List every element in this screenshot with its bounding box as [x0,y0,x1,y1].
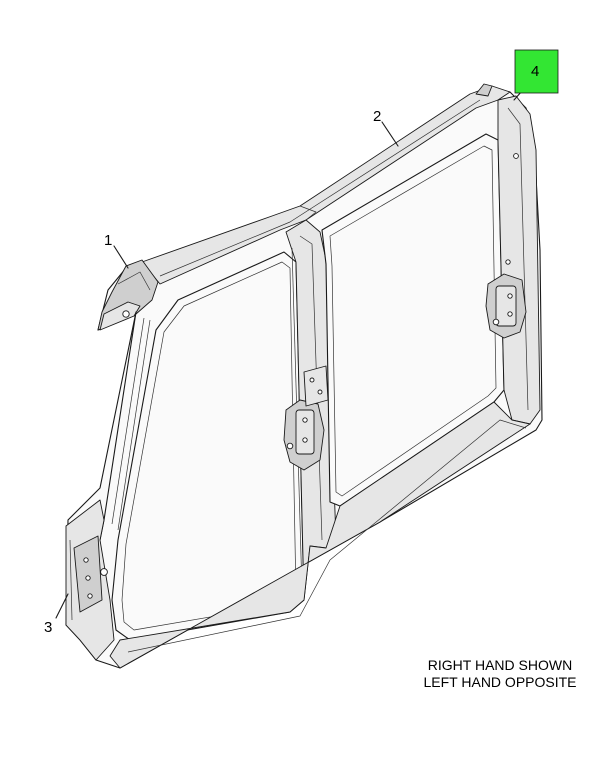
orientation-note: RIGHT HAND SHOWN LEFT HAND OPPOSITE [400,657,600,691]
callout-1: 1 [104,232,112,249]
callout-3: 3 [44,619,52,636]
callout-4: 4 [531,63,539,80]
roof-rail [141,85,511,285]
leader-line-1 [113,245,129,269]
rear-pillar [497,95,541,425]
orientation-note-line-2: LEFT HAND OPPOSITE [423,674,577,690]
leader-line-3 [55,593,69,619]
front-hinge-plate [73,535,103,613]
front-pillar-bracket-face [99,301,141,331]
roof-corner-bracket [475,83,493,97]
orientation-note-line-1: RIGHT HAND SHOWN [427,657,573,673]
bottom-sill [109,401,531,669]
leader-line-2 [381,121,399,147]
callout-2: 2 [373,108,381,125]
callout-4-highlight [514,49,559,94]
